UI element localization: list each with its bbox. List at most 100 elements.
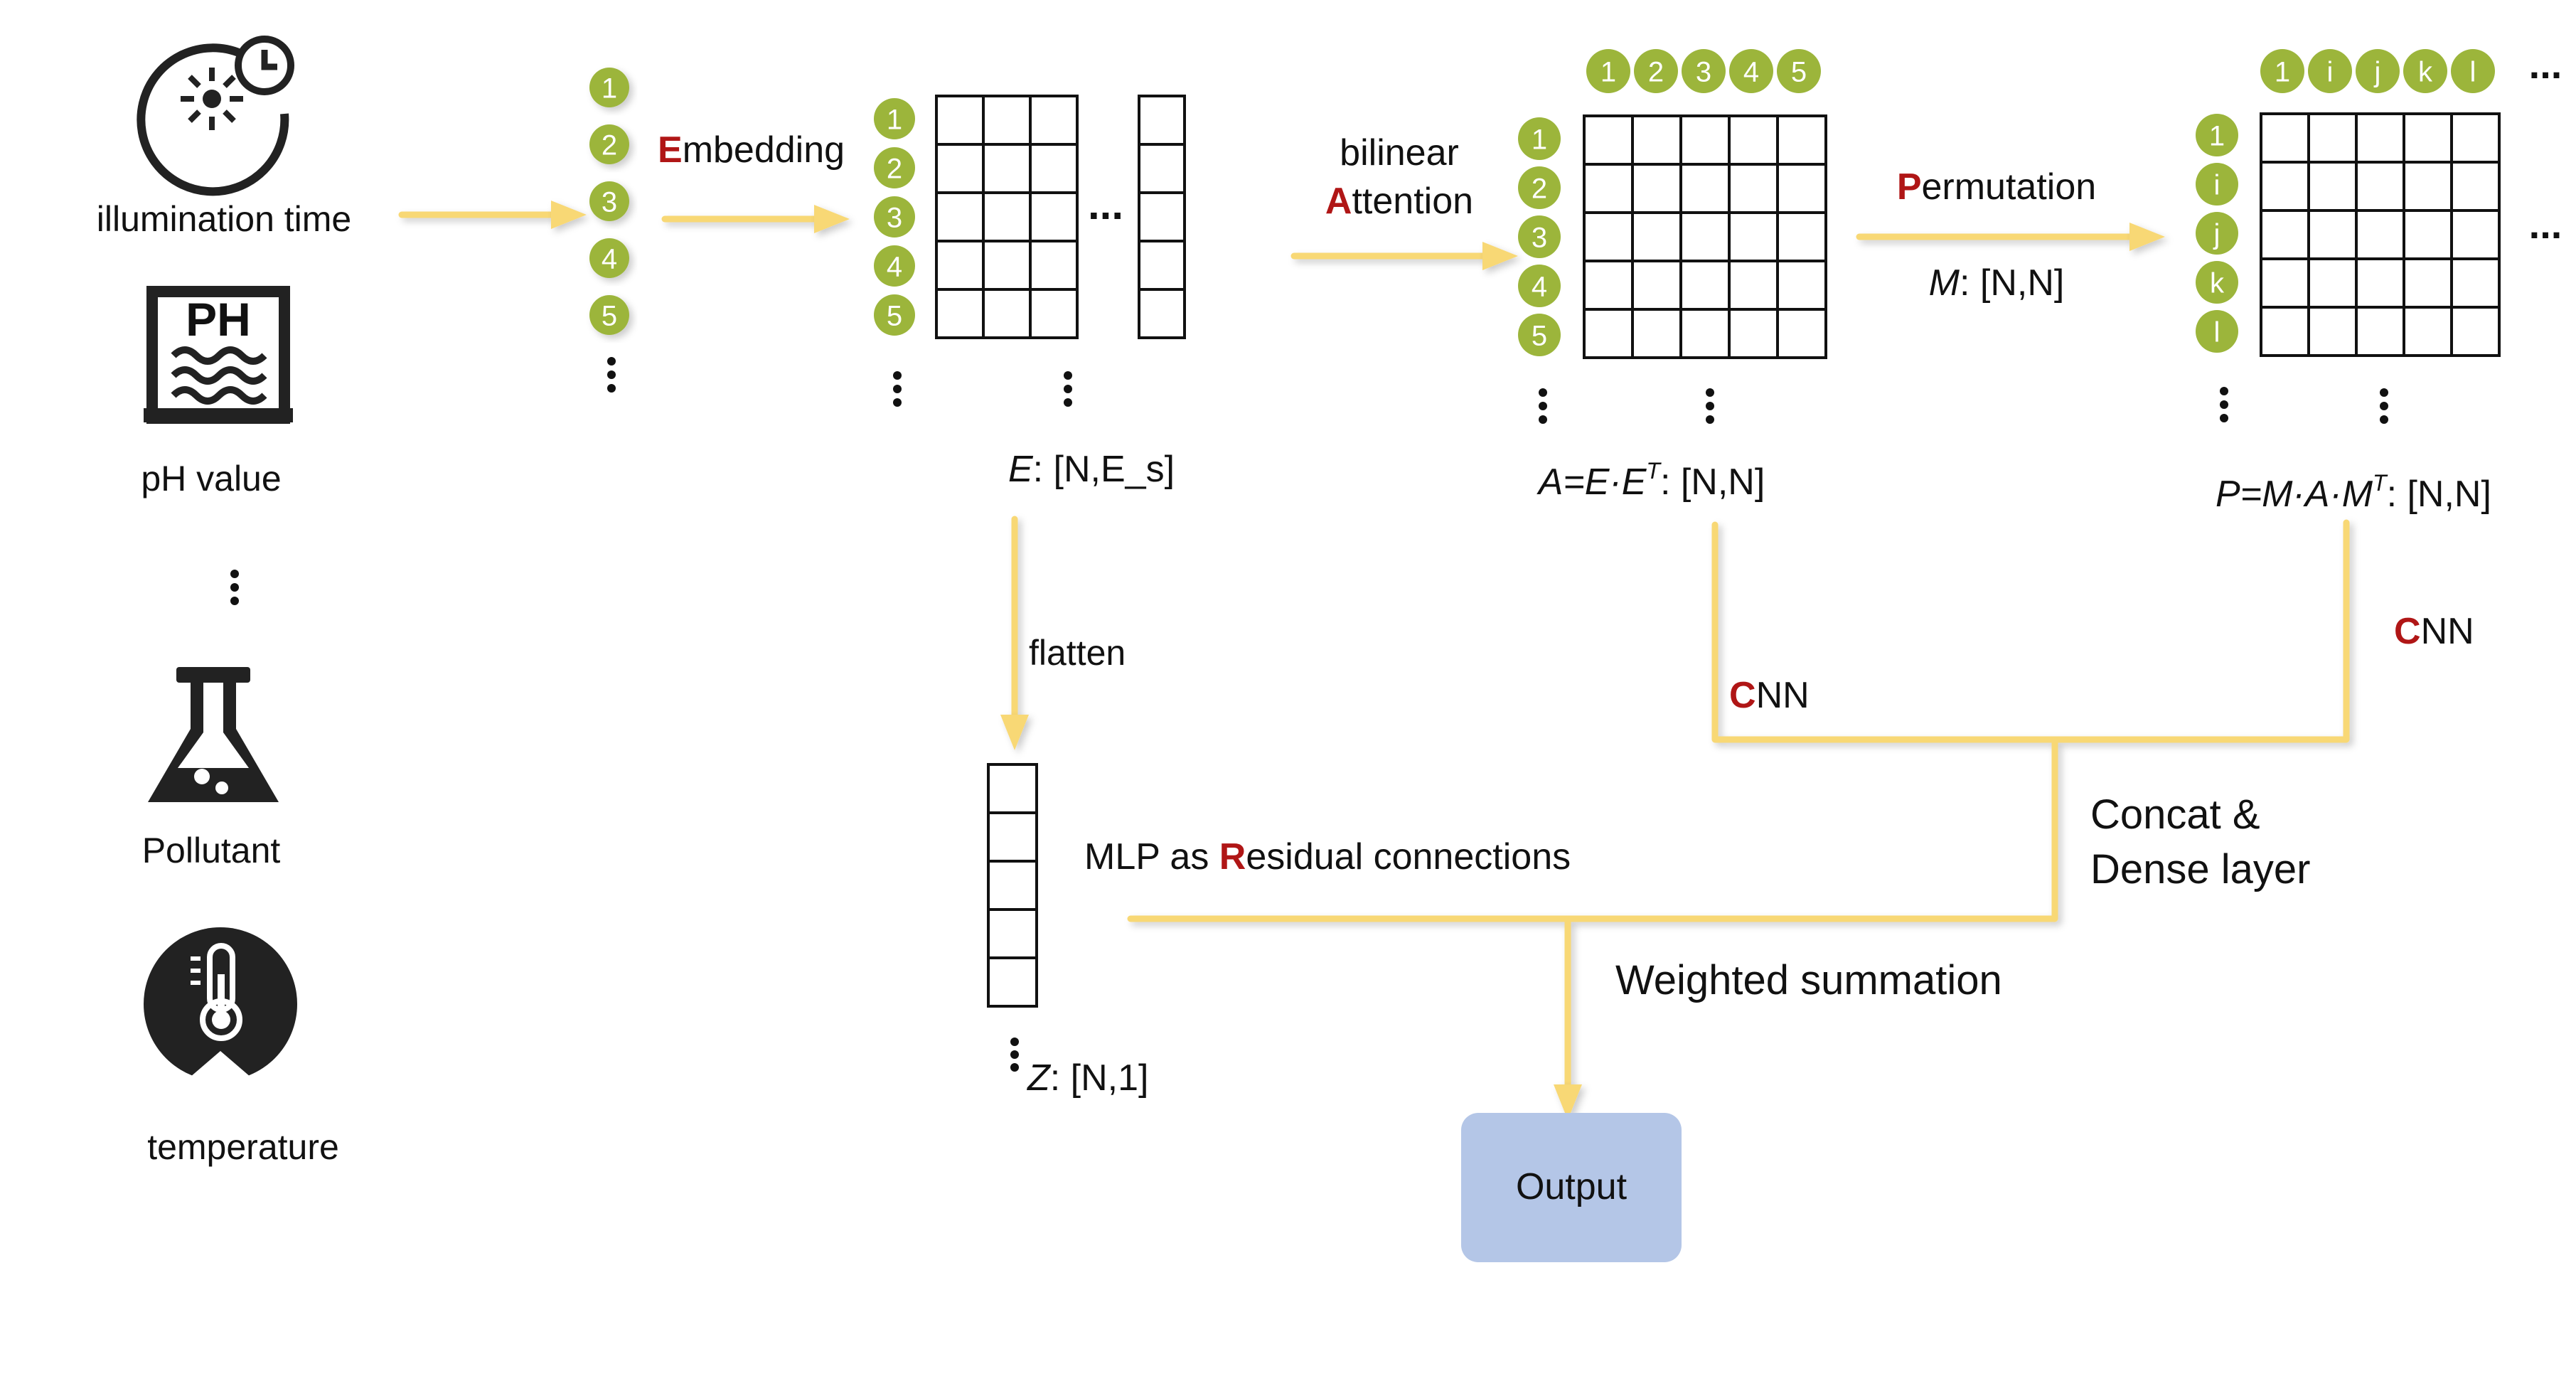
matrix-cell xyxy=(1138,143,1186,194)
matrix-cell xyxy=(987,763,1038,814)
index-badge-label: 4 xyxy=(602,243,617,274)
attention-formula: A=E·ET: [N,N] xyxy=(1536,458,1765,503)
index-badge-label: 3 xyxy=(602,186,617,218)
concat-label-line1: Concat & xyxy=(2090,791,2260,838)
index-badge xyxy=(1518,166,1561,209)
matrix-cell xyxy=(2260,306,2310,357)
matrix-cell xyxy=(935,95,985,146)
matrix-cell xyxy=(2450,306,2501,357)
index-badge-label: 4 xyxy=(1532,271,1547,302)
matrix-cell xyxy=(1583,308,1634,359)
ph-icon-text: PH xyxy=(186,293,251,346)
index-badge xyxy=(2196,310,2238,353)
attention-label-line1: bilinear xyxy=(1340,132,1459,174)
matrix-cell xyxy=(2450,209,2501,260)
index-badge xyxy=(1729,49,1773,93)
index-badge xyxy=(2403,49,2447,93)
vertical-ellipsis xyxy=(1539,388,1714,424)
thermometer-icon xyxy=(144,927,297,1090)
matrix-cell xyxy=(935,191,985,242)
index-badge xyxy=(1518,265,1561,307)
matrix-cell xyxy=(1583,211,1634,262)
index-badge-label: 3 xyxy=(887,202,902,233)
matrix-cell xyxy=(2307,112,2358,164)
matrix-cell xyxy=(2450,257,2501,309)
matrix-cell xyxy=(1138,240,1186,291)
index-badge xyxy=(874,245,915,287)
index-badge xyxy=(874,98,915,139)
arrows xyxy=(398,211,2350,1092)
matrix-cell xyxy=(987,908,1038,959)
vertical-ellipsis xyxy=(2220,387,2388,424)
index-badge-label: 2 xyxy=(1532,173,1547,204)
cnn-label-attention: CNN xyxy=(1729,675,1810,716)
index-badge xyxy=(874,294,915,336)
index-badge xyxy=(2196,163,2238,206)
matrix-cell xyxy=(935,143,985,194)
matrix-cell xyxy=(2355,209,2405,260)
matrix-cell xyxy=(1776,114,1827,166)
permutation-label: Permutation xyxy=(1897,166,2096,208)
index-badge-label: l xyxy=(2214,316,2220,348)
matrix-cell xyxy=(2260,161,2310,212)
matrix-cell xyxy=(987,811,1038,863)
matrix-cell xyxy=(935,240,985,291)
index-badge-label: l xyxy=(2470,56,2476,87)
embedding-matrix xyxy=(935,95,1079,339)
embedding-label: Embedding xyxy=(658,129,845,171)
index-badge xyxy=(1518,215,1561,258)
index-badge-label: 3 xyxy=(1696,56,1711,87)
matrix-cell xyxy=(1583,163,1634,214)
index-badge xyxy=(589,124,629,164)
matrix-cell xyxy=(1631,163,1682,214)
matrix-cell xyxy=(2403,161,2453,212)
output-label: Output xyxy=(1516,1166,1628,1207)
index-badge xyxy=(1634,49,1678,93)
index-badge-label: 2 xyxy=(1648,56,1664,87)
index-badge-label: i xyxy=(2327,56,2334,87)
matrix-cell xyxy=(1138,191,1186,242)
matrix-cell xyxy=(2355,306,2405,357)
permuted-formula: P=M·A·MT: [N,N] xyxy=(2216,470,2491,515)
matrix-cell xyxy=(982,288,1032,339)
matrix-cell xyxy=(1679,114,1731,166)
input-label-pollutant: Pollutant xyxy=(142,831,281,870)
line-concat-dense xyxy=(1127,736,2058,922)
index-badge xyxy=(589,295,629,335)
matrix-cell xyxy=(2307,161,2358,212)
horizontal-ellipsis: ... xyxy=(1088,181,1123,228)
embedding-column-vector xyxy=(1138,95,1186,339)
matrix-cell xyxy=(1679,260,1731,311)
index-badge xyxy=(589,181,629,221)
index-badge-label: 5 xyxy=(602,300,617,331)
matrix-cell xyxy=(987,860,1038,911)
matrix-cell xyxy=(1029,95,1079,146)
index-badge-label: j xyxy=(2374,56,2381,87)
matrix-cell xyxy=(2355,161,2405,212)
matrix-cell xyxy=(1728,211,1779,262)
index-badge xyxy=(589,238,629,278)
cnn-label-permuted: CNN xyxy=(2394,611,2474,652)
index-badge xyxy=(2196,114,2238,156)
permutation-matrix-label: M: [N,N] xyxy=(1929,262,2065,304)
matrix-cell xyxy=(1138,95,1186,146)
vertical-ellipsis xyxy=(230,570,239,605)
matrix-cell xyxy=(1679,308,1731,359)
index-badge xyxy=(1518,117,1561,160)
index-badge-label: 5 xyxy=(887,300,902,331)
input-label-ph: pH value xyxy=(141,459,281,498)
matrix-cell xyxy=(2450,161,2501,212)
index-badge xyxy=(2196,212,2238,255)
matrix-cell xyxy=(1776,163,1827,214)
vertical-ellipsis xyxy=(1010,1038,1019,1072)
matrix-cell xyxy=(2355,257,2405,309)
horizontal-ellipsis: ... xyxy=(2529,42,2562,87)
sun-clock-icon xyxy=(137,36,294,196)
matrix-cell xyxy=(1029,240,1079,291)
vertical-ellipsis xyxy=(893,371,1072,407)
matrix-cell xyxy=(1583,114,1634,166)
matrix-cell xyxy=(987,956,1038,1008)
